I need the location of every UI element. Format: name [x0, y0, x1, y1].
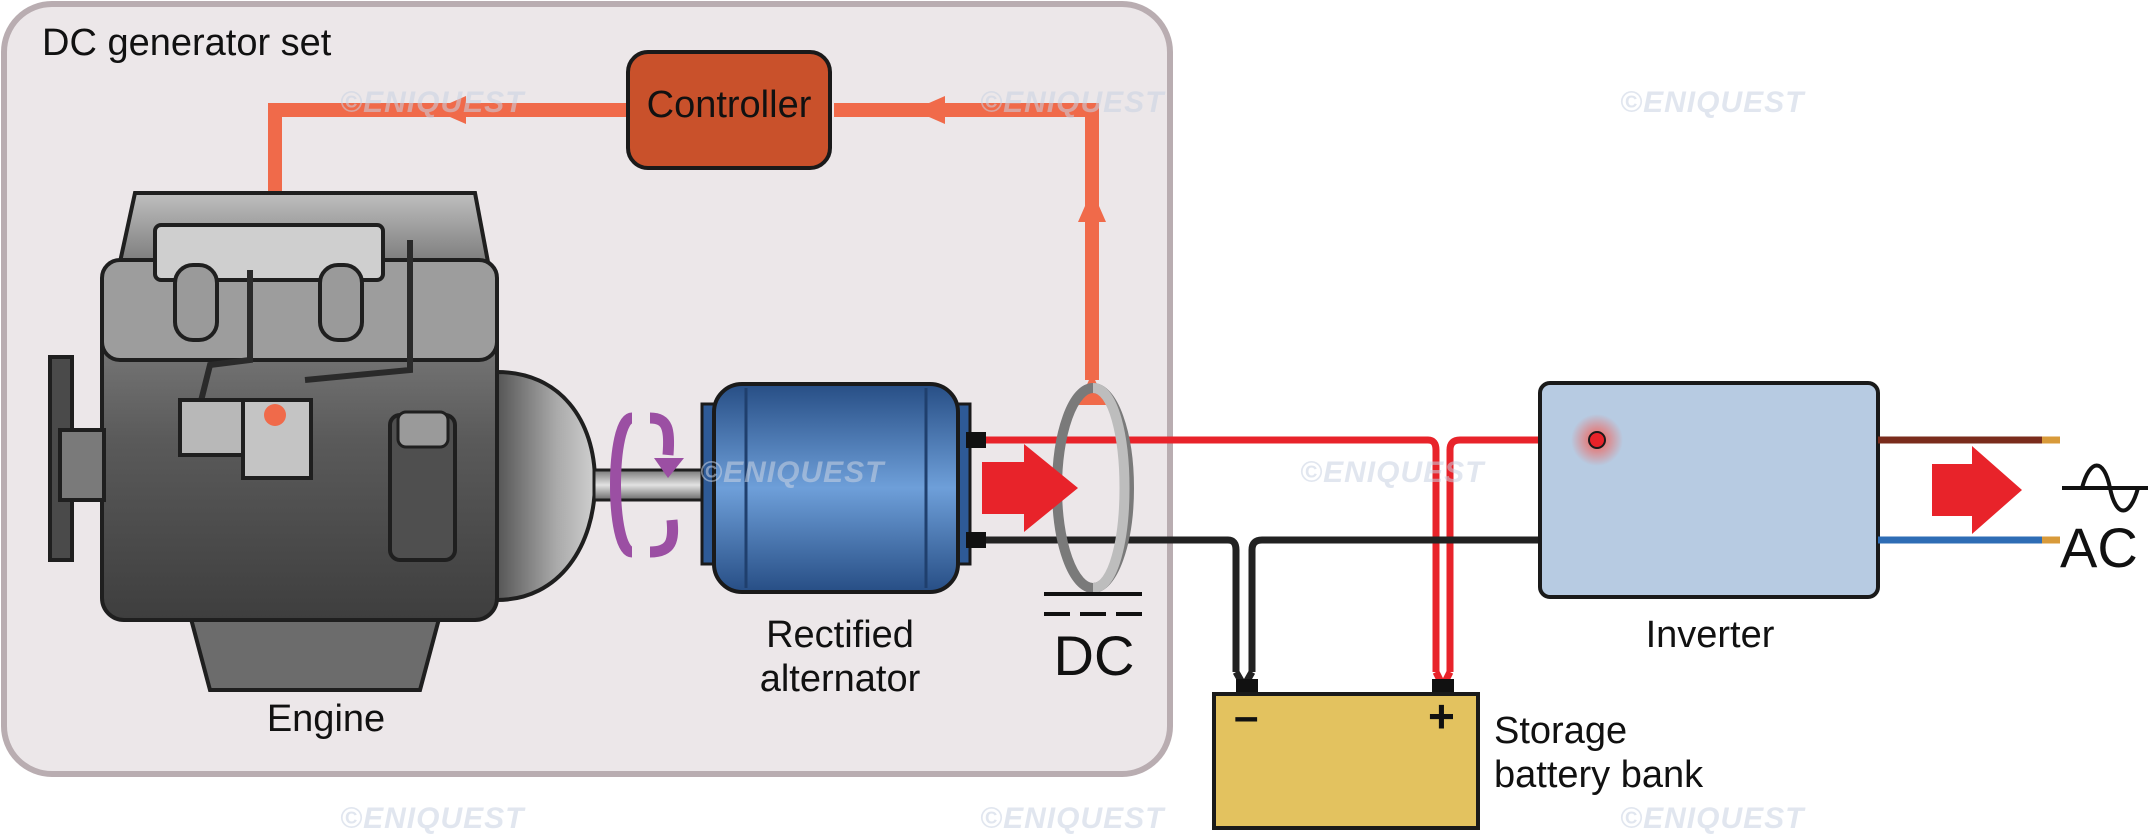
storage-battery: [1212, 679, 1480, 830]
dc-symbol: [1044, 592, 1142, 616]
engine: [48, 191, 598, 692]
rotation-arrowhead: [654, 458, 684, 478]
battery-label-line1: Storage: [1494, 710, 1628, 752]
watermark: ©ENIQUEST: [340, 86, 525, 119]
watermark: ©ENIQUEST: [1620, 86, 1805, 119]
battery-minus-sign: –: [1234, 692, 1259, 741]
dc-label: DC: [1053, 624, 1135, 687]
inverter-box: [1538, 381, 1880, 599]
battery-plus-sign: +: [1428, 690, 1455, 742]
watermark: ©ENIQUEST: [980, 802, 1165, 835]
control-sensor-dot: [264, 404, 286, 426]
dc-positive-wire: [986, 436, 1542, 672]
ac-output-wires: [1878, 436, 2060, 544]
engine-label: Engine: [266, 698, 386, 740]
alternator-label: Rectified alternator: [700, 614, 980, 701]
controller-box: [626, 50, 832, 170]
alternator-label-line1: Rectified: [766, 614, 914, 656]
dc-flow-arrow: [982, 444, 1078, 532]
battery-label: Storage battery bank: [1494, 710, 1703, 797]
watermark: ©ENIQUEST: [340, 802, 525, 835]
watermark: ©ENIQUEST: [1620, 802, 1805, 835]
battery-label-line2: battery bank: [1494, 753, 1704, 796]
ac-flow-arrow: [1932, 446, 2022, 534]
watermark: ©ENIQUEST: [1300, 456, 1485, 489]
rotation-arrow-icon: [610, 412, 679, 558]
inverter-status-led: [1588, 431, 1606, 449]
generator-set-title: DC generator set: [42, 22, 332, 64]
rectified-alternator: [700, 382, 986, 594]
controller-label: Controller: [646, 84, 812, 126]
ac-label: AC: [2060, 516, 2138, 579]
watermark: ©ENIQUEST: [980, 86, 1165, 119]
inverter-label: Inverter: [1645, 614, 1775, 656]
alternator-label-line2: alternator: [759, 657, 921, 700]
ac-sine-icon: [2062, 463, 2148, 513]
dc-negative-wire: [986, 536, 1542, 672]
watermark: ©ENIQUEST: [700, 456, 885, 489]
